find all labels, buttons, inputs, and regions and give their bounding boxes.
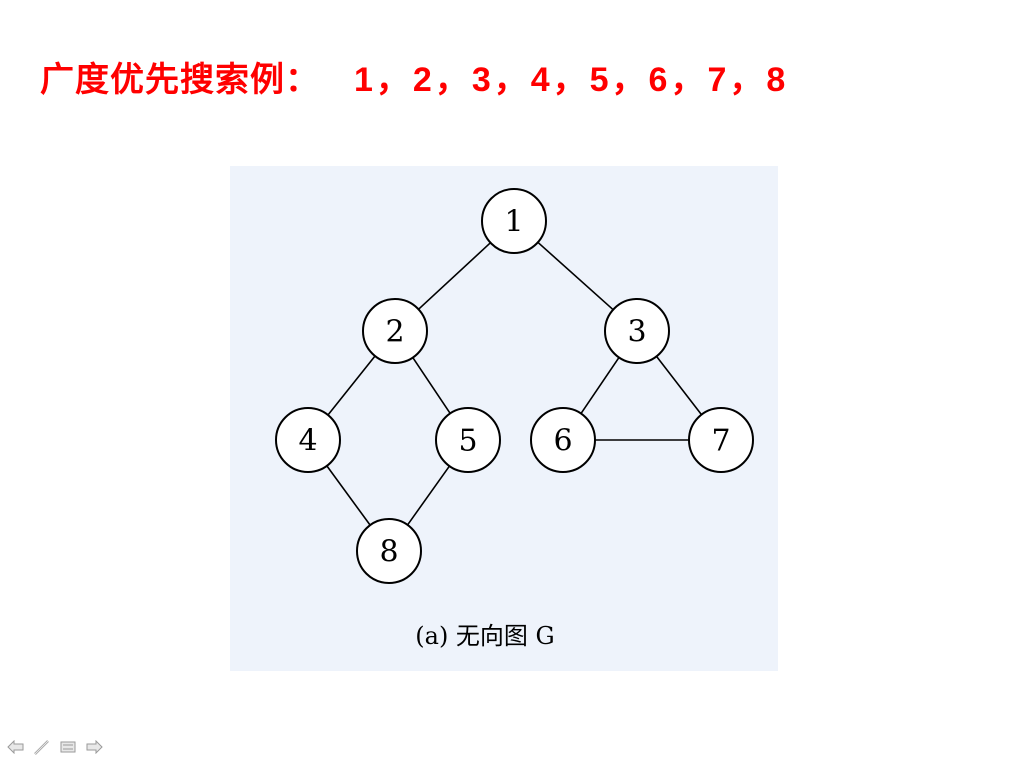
slide-title: 广度优先搜索例： 1，2，3，4，5，6，7，8 (40, 52, 788, 101)
node-label-2: 2 (385, 315, 404, 350)
edge-5-8 (406, 465, 451, 526)
graph-figure: 1 2 3 4 5 6 7 8 (a) 无向图 G (230, 166, 778, 671)
graph-svg: 1 2 3 4 5 6 7 8 (a) 无向图 G (275, 188, 754, 650)
edge-2-4 (327, 355, 376, 416)
slide-navigation (6, 736, 104, 758)
edge-1-3 (537, 241, 614, 311)
node-label-4: 4 (298, 424, 317, 459)
arrow-right-icon[interactable] (84, 737, 104, 757)
arrow-left-icon[interactable] (6, 737, 26, 757)
graph-node-3: 3 (604, 298, 670, 364)
nodes-layer: 1 2 3 4 5 6 7 8 (275, 188, 754, 584)
node-circle-4 (275, 407, 341, 473)
traversal-order: 1，2，3，4，5，6，7，8 (354, 61, 789, 99)
graph-node-8: 8 (356, 518, 422, 584)
graph-caption: (a) 无向图 G (415, 622, 554, 650)
edge-3-6 (580, 357, 620, 414)
node-circle-6 (530, 407, 596, 473)
graph-node-1: 1 (481, 188, 547, 254)
edge-4-8 (326, 465, 371, 526)
node-circle-5 (435, 407, 501, 473)
edges-layer (326, 241, 703, 526)
node-label-5: 5 (458, 424, 477, 459)
node-circle-2 (362, 298, 428, 364)
edge-1-2 (417, 242, 492, 310)
node-circle-8 (356, 518, 422, 584)
pen-icon[interactable] (32, 737, 52, 757)
edge-2-5 (412, 357, 451, 414)
graph-node-6: 6 (530, 407, 596, 473)
graph-node-2: 2 (362, 298, 428, 364)
edge-3-7 (655, 355, 703, 416)
node-label-7: 7 (711, 424, 730, 459)
title-label: 广度优先搜索例： (40, 60, 320, 100)
graph-node-7: 7 (688, 407, 754, 473)
node-circle-7 (688, 407, 754, 473)
node-label-1: 1 (504, 205, 523, 240)
node-circle-3 (604, 298, 670, 364)
graph-node-5: 5 (435, 407, 501, 473)
menu-icon[interactable] (58, 737, 78, 757)
node-circle-1 (481, 188, 547, 254)
graph-node-4: 4 (275, 407, 341, 473)
node-label-3: 3 (627, 315, 646, 350)
node-label-6: 6 (553, 424, 572, 459)
node-label-8: 8 (379, 535, 398, 570)
